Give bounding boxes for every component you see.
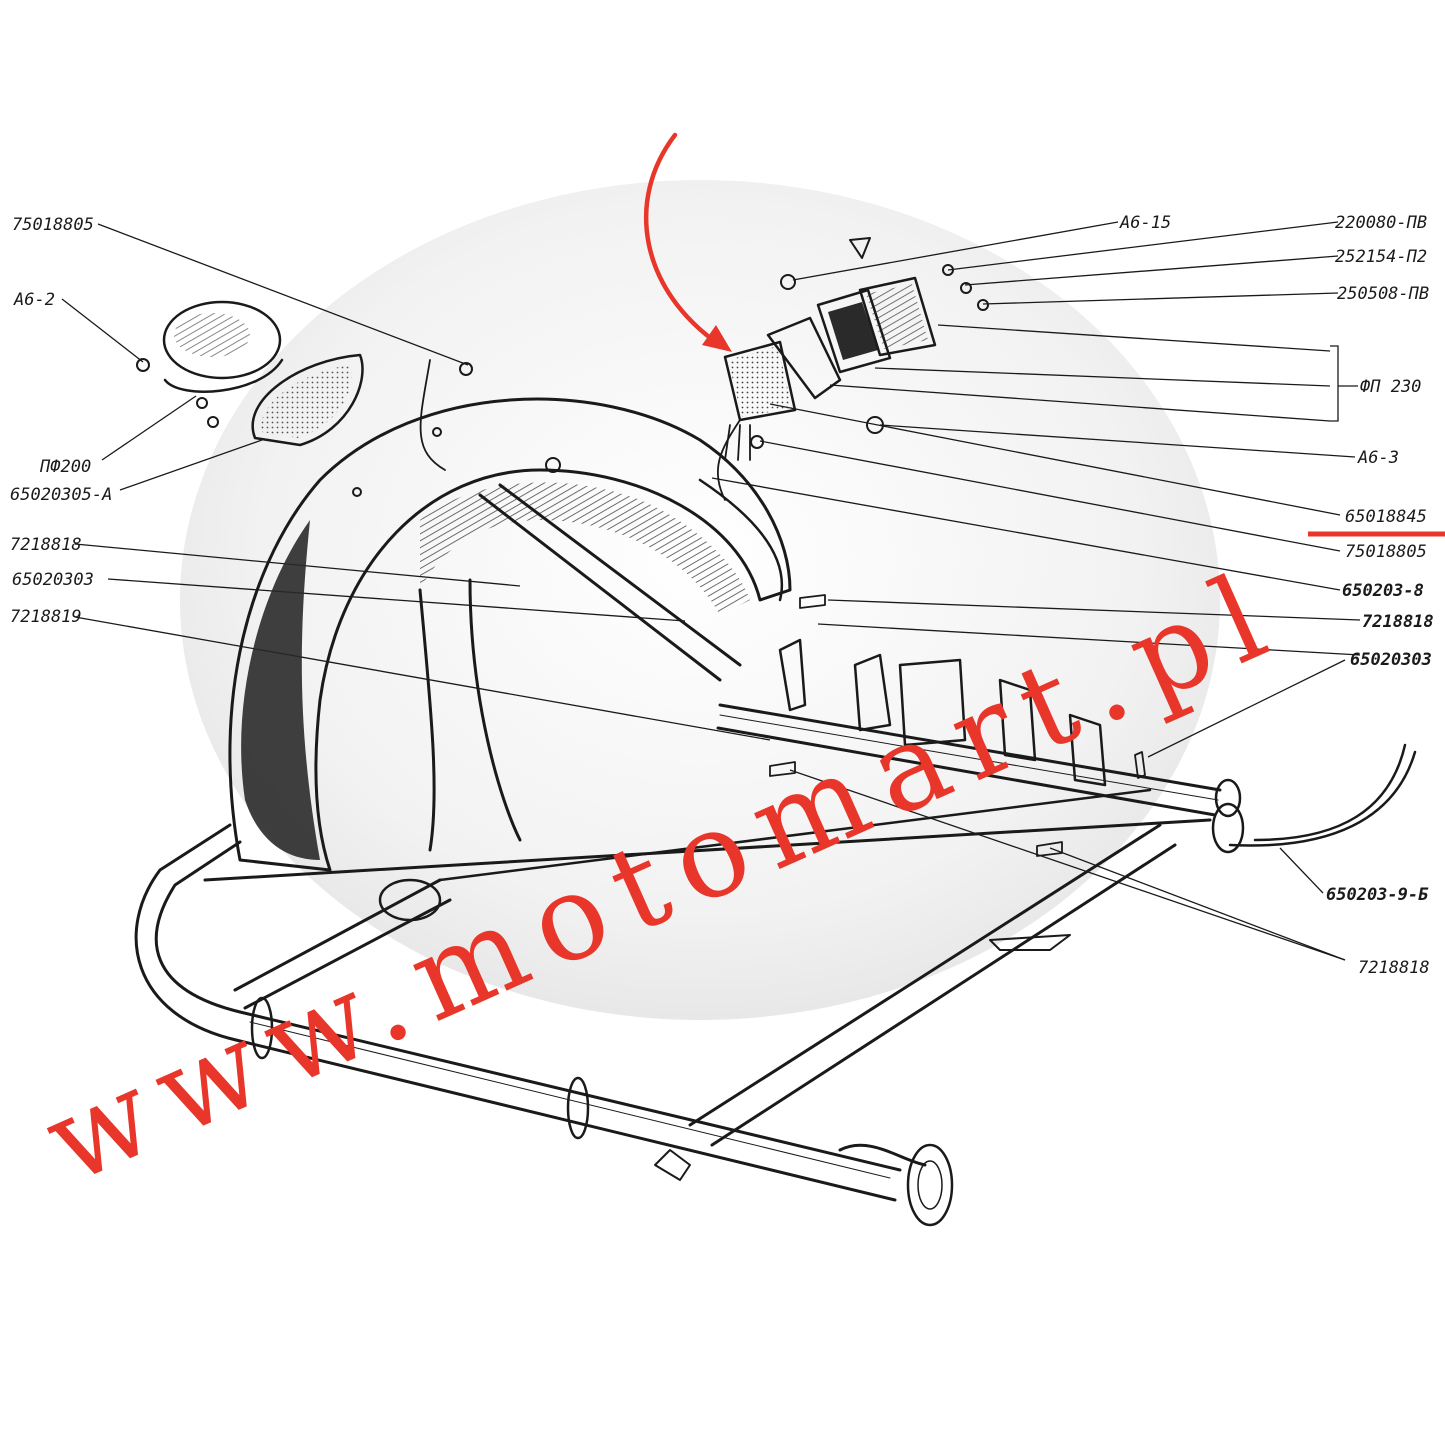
part-label: 650203-8: [1342, 581, 1424, 601]
part-label: A6-2: [13, 290, 55, 310]
part-label: 75018805: [12, 215, 94, 235]
part-label: 65020305-A: [10, 485, 112, 505]
highlighted-part-label: 65018845: [1345, 507, 1427, 527]
sidecar-frame: [134, 594, 1417, 1227]
part-label: 65020303: [1350, 650, 1432, 670]
part-label: 250508-ПВ: [1337, 284, 1429, 304]
red-annotations: [644, 132, 1445, 537]
part-label: 220080-ПВ: [1335, 213, 1427, 233]
part-label: 7218818: [1362, 612, 1434, 632]
right-labels: A6-15 220080-ПВ 252154-П2 250508-ПВ ФП 2…: [1119, 213, 1434, 978]
part-label: 7218819: [10, 607, 82, 627]
part-label: ФП 230: [1360, 377, 1421, 397]
part-label: 75018805: [1345, 542, 1427, 562]
pointer-arrow: [644, 132, 723, 348]
part-label: 65020303: [12, 570, 94, 590]
leader-lines: [61, 221, 1361, 961]
part-label: A6-3: [1357, 448, 1399, 468]
part-label: 7218818: [10, 535, 82, 555]
left-labels: 75018805 A6-2 ПФ200 65020305-A 7218818 6…: [10, 215, 112, 627]
part-label: ПФ200: [39, 457, 91, 477]
part-label: 650203-9-Б: [1326, 885, 1429, 905]
fender: [228, 359, 792, 872]
part-label: 252154-П2: [1335, 247, 1427, 267]
arrow-head-icon: [702, 325, 732, 352]
tail-lamp-parts: [136, 300, 473, 447]
part-label: 7218818: [1358, 958, 1430, 978]
part-label: A6-15: [1119, 213, 1171, 233]
license-lamp-parts: [723, 237, 989, 461]
background-shading: [180, 180, 1220, 1020]
